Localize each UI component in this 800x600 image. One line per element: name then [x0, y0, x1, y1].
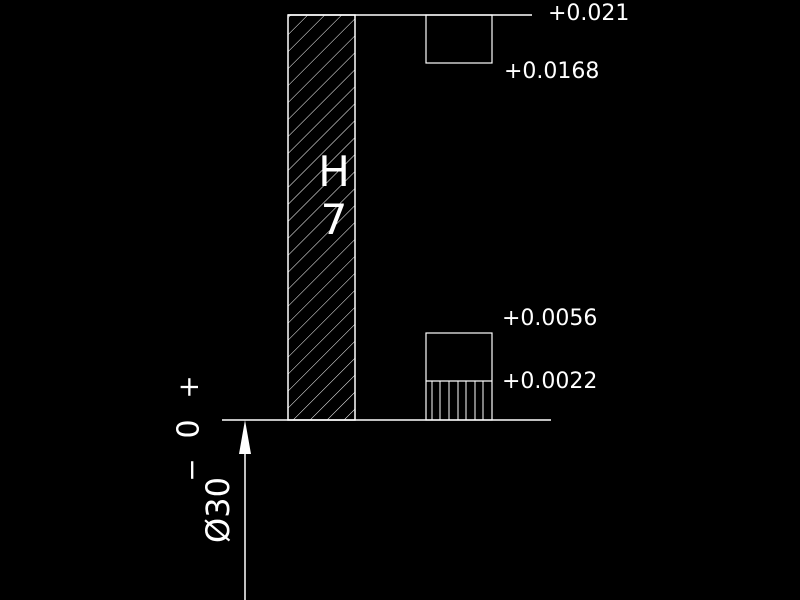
- nominal-size-label: Ø30: [199, 477, 237, 543]
- zero-sign: 0: [172, 419, 207, 438]
- deviation-label-lower-shaft-upper: +0.0056: [502, 306, 597, 331]
- deviation-label-lower-shaft-lower: +0.0022: [502, 369, 597, 394]
- tolerance-grade-letter: H: [318, 147, 350, 196]
- plus-sign: +: [172, 375, 205, 398]
- deviation-label-upper-shaft-lower: +0.0168: [504, 59, 599, 84]
- dimension-arrow: [239, 420, 251, 600]
- tolerance-grade-number: 7: [321, 195, 348, 244]
- minus-sign: −: [175, 458, 208, 481]
- deviation-label-es-upper: +0.021: [548, 1, 629, 26]
- lower-shaft-zone: [425, 332, 493, 421]
- upper-shaft-zone: [425, 14, 493, 64]
- hole-tolerance-zone: [287, 14, 356, 421]
